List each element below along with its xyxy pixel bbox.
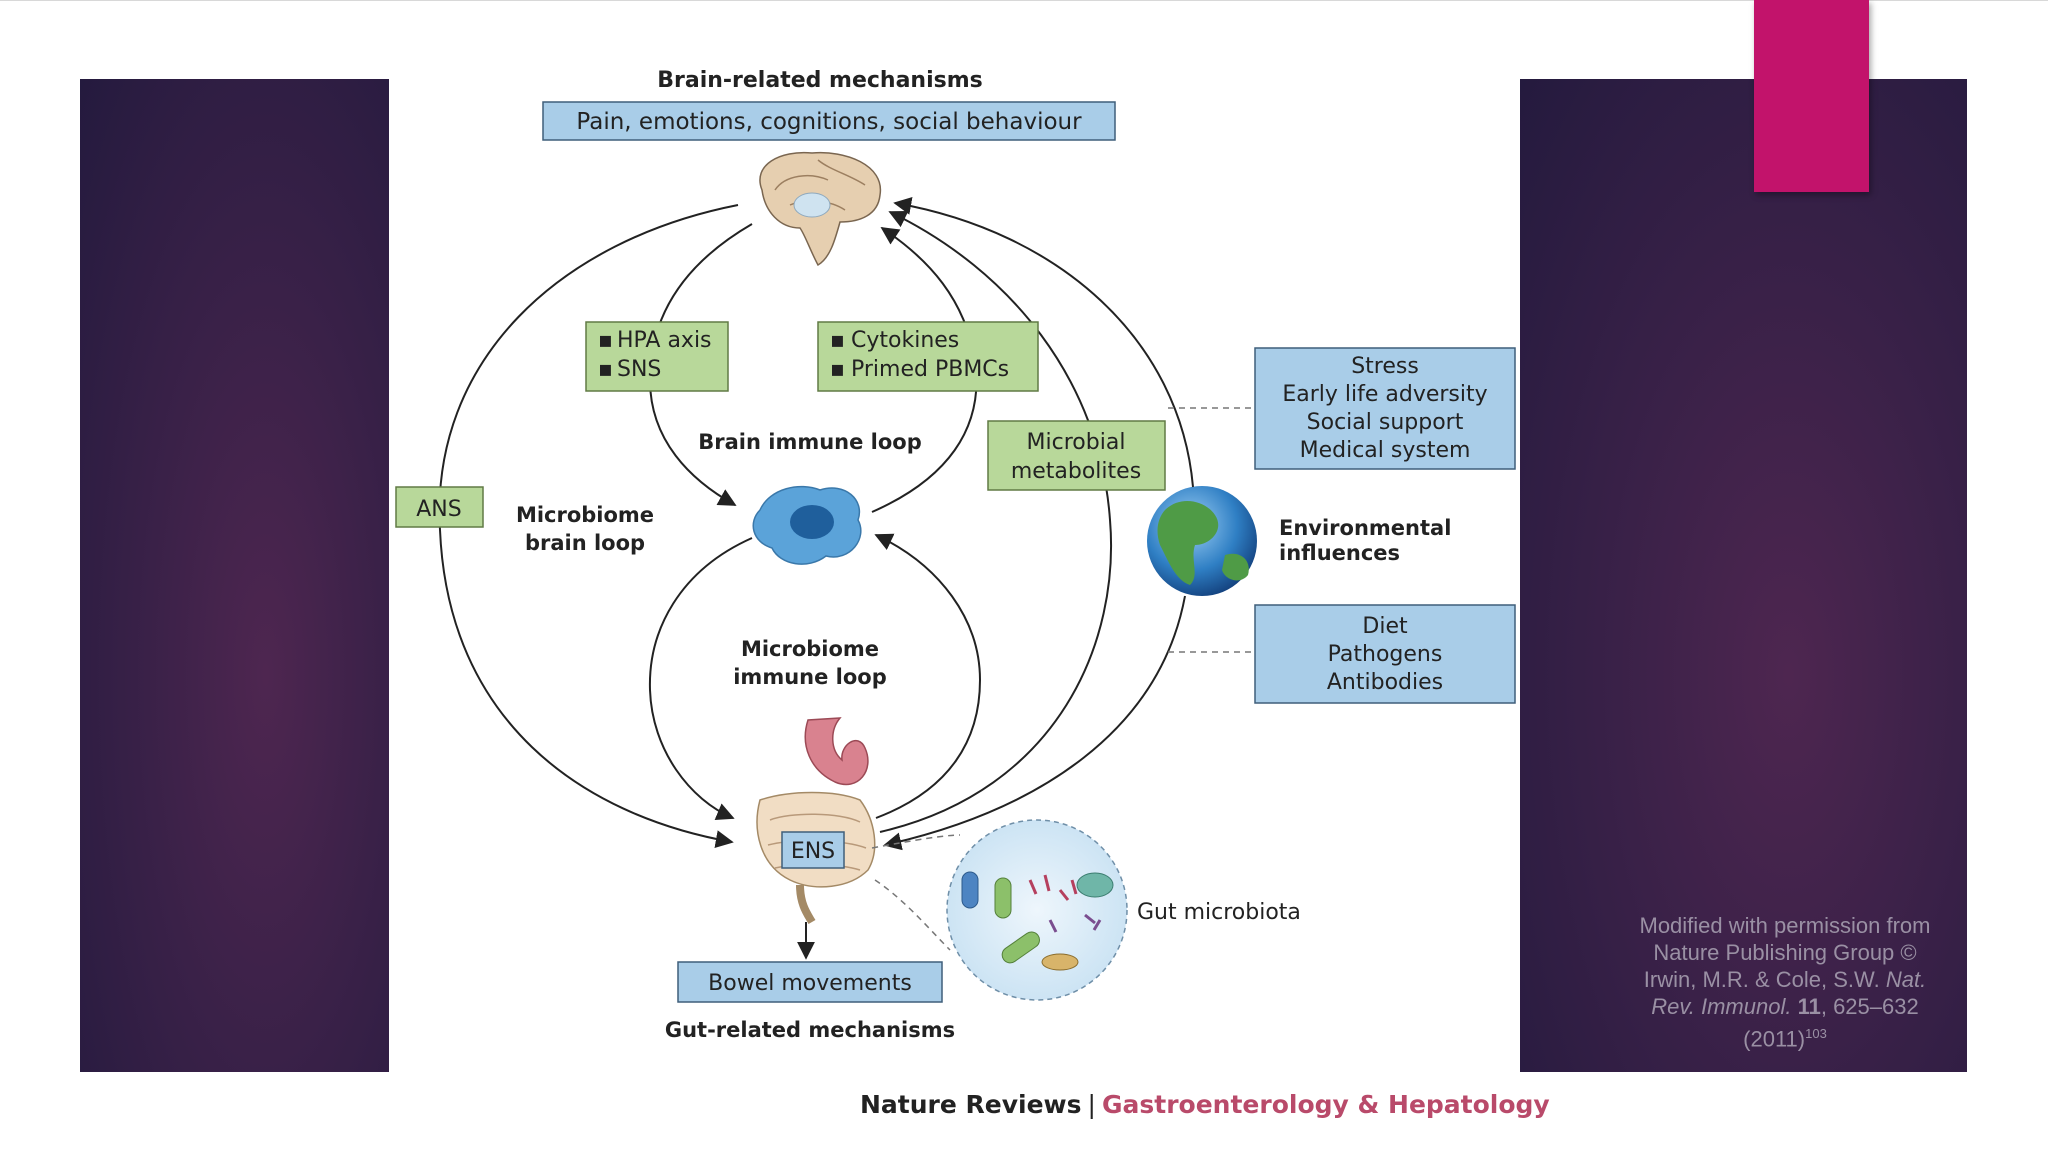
brain-mechanisms-title: Brain-related mechanisms [657, 68, 983, 93]
cytokine-bullet-2: ▪ [830, 357, 845, 382]
credit-line3: Irwin, M.R. & Cole, S.W. Nat. Rev. Immun… [1620, 966, 1950, 1020]
brain-box [542, 101, 1116, 141]
environmental-line2: influences [1279, 541, 1400, 565]
credit-line4: (2011)103 [1620, 1020, 1950, 1052]
slide-left-panel [80, 79, 389, 1072]
microbiome-brain-loop-line2: brain loop [525, 531, 645, 555]
top-rule [0, 0, 2048, 1]
accent-tab [1754, 0, 1869, 192]
stress-box [1254, 347, 1516, 470]
footer-subtitle: Gastroenterology & Hepatology [1101, 1090, 1550, 1119]
microbiome-brain-loop-line1: Microbiome [516, 503, 654, 527]
ans-box [395, 486, 484, 528]
microbiome-immune-loop-line1: Microbiome [741, 637, 879, 661]
cytokine-item-2: Primed PBMCs [851, 357, 1009, 382]
gut-microbiota-icon [946, 819, 1128, 1001]
credit-authors: Irwin, M.R. & Cole, S.W. [1643, 967, 1880, 992]
metabolites-line1: Microbial [1027, 430, 1126, 455]
env-gut-arc [883, 595, 1186, 851]
footer-separator: | [1087, 1090, 1096, 1119]
brain-box-text: Pain, emotions, cognitions, social behav… [576, 109, 1082, 135]
hpa-item-2: SNS [617, 357, 661, 382]
stress-line2: Early life adversity [1282, 382, 1487, 407]
cytokine-box [817, 321, 1039, 392]
metabolites-box [987, 420, 1166, 491]
ens-box [781, 831, 845, 869]
microbiota-connector-bottom [874, 879, 951, 951]
diet-line3: Antibodies [1327, 670, 1443, 695]
credit-line2: Nature Publishing Group © [1653, 940, 1917, 965]
cytokine-item-1: Cytokines [851, 328, 959, 353]
slide-right-panel [1520, 79, 1967, 1072]
stress-line1: Stress [1351, 354, 1419, 379]
gut-microbiota-label: Gut microbiota [1137, 900, 1301, 925]
brain-icon [759, 151, 882, 267]
cytokine-bullet-1: ▪ [830, 328, 845, 353]
gut-icon [756, 717, 876, 925]
journal-footer: Nature Reviews|Gastroenterology & Hepato… [860, 1090, 1550, 1119]
diet-line1: Diet [1362, 614, 1408, 639]
ens-label: ENS [791, 839, 835, 864]
bowel-label: Bowel movements [708, 971, 912, 996]
diet-line2: Pathogens [1328, 642, 1443, 667]
credit-ref: 103 [1805, 1026, 1827, 1041]
microbiome-immune-right-arc [874, 533, 982, 819]
credit-journal: Nat. Rev. Immunol. [1651, 967, 1927, 1019]
microbiome-immune-loop-line2: immune loop [733, 665, 887, 689]
immune-cell-icon [752, 485, 862, 565]
microbiome-immune-left-arc [648, 537, 753, 821]
stress-line3: Social support [1307, 410, 1464, 435]
env-brain-arc [893, 196, 1194, 488]
ans-arc [438, 204, 739, 849]
diet-box [1254, 604, 1516, 704]
hpa-bullet-1: ▪ [598, 328, 613, 353]
hpa-bullet-2: ▪ [598, 357, 613, 382]
hpa-item-1: HPA axis [617, 328, 712, 353]
metabolite-arc [879, 210, 1112, 833]
credit-line1: Modified with permission from [1639, 913, 1931, 938]
credit-year: (2011) [1743, 1026, 1806, 1052]
image-credit: Modified with permission from Nature Pub… [1620, 912, 1950, 1052]
credit-volume: 11 [1797, 994, 1821, 1019]
environmental-line1: Environmental [1279, 516, 1451, 540]
ans-label: ANS [416, 497, 461, 522]
bowel-box [677, 961, 943, 1003]
metabolites-line2: metabolites [1011, 459, 1141, 484]
credit-pages: , 625–632 [1820, 994, 1919, 1019]
microbiota-connector-top [871, 834, 961, 849]
footer-journal: Nature Reviews [860, 1090, 1082, 1119]
gut-mechanisms-title: Gut-related mechanisms [665, 1018, 955, 1042]
globe-icon [1147, 486, 1257, 596]
brain-immune-loop-label: Brain immune loop [698, 430, 922, 454]
hpa-box [585, 321, 729, 392]
stress-line4: Medical system [1300, 438, 1471, 463]
